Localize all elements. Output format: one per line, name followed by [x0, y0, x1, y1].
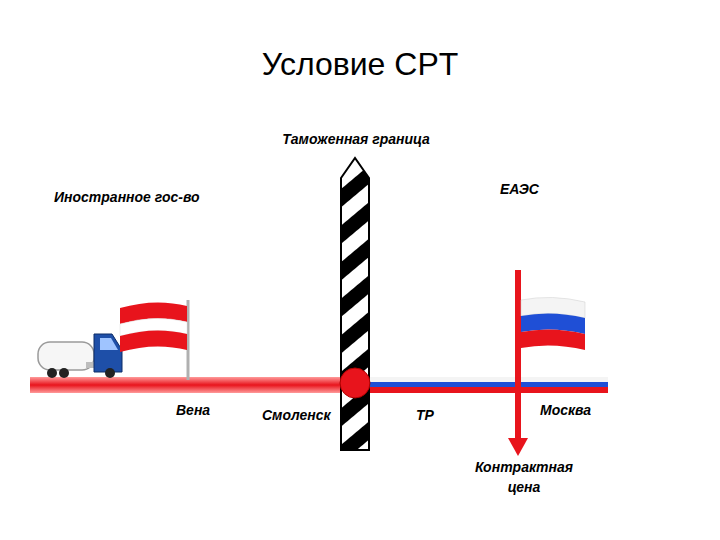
- road-eaeu: [342, 377, 608, 393]
- diagram-title: Условие CPT: [262, 46, 459, 83]
- place-label: Москва: [540, 402, 591, 418]
- russia-flag: [521, 297, 585, 350]
- region-label: Иностранное гос-во: [54, 189, 200, 205]
- road-foreign: [30, 377, 342, 393]
- border-point: [340, 368, 370, 398]
- border-pole: [341, 158, 369, 450]
- border-label: Таможенная граница: [282, 131, 429, 147]
- region-label: ЕАЭС: [500, 181, 539, 197]
- place-label: Смоленск: [262, 407, 331, 423]
- austria-flag: [120, 300, 188, 380]
- place-label: Вена: [176, 402, 210, 418]
- truck: [38, 334, 122, 378]
- place-label: ТР: [416, 407, 434, 423]
- contract-price-arrow: [508, 270, 528, 456]
- price-label: Контрактная цена: [462, 457, 587, 498]
